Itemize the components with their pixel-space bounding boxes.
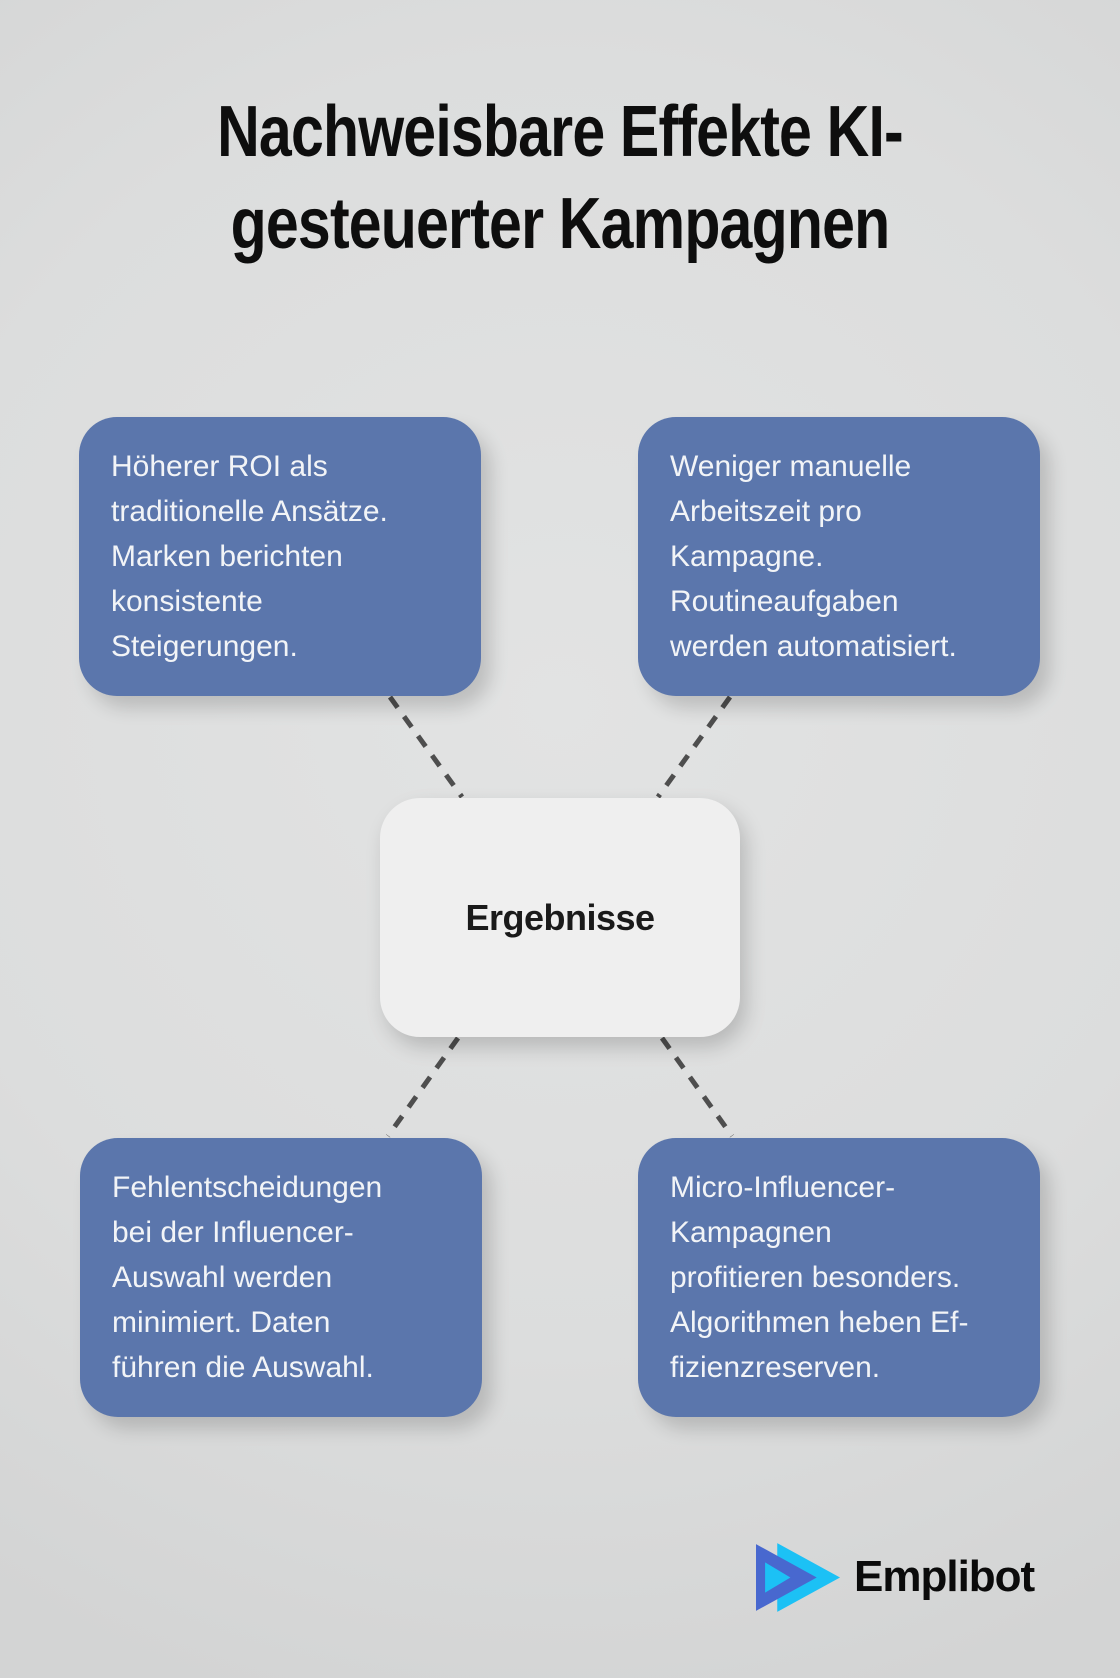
node-bottom-left: Fehlentscheidungen bei der Influencer- A… bbox=[80, 1138, 482, 1417]
node-top-right-text: Weniger manuelle Arbeitszeit pro Kampagn… bbox=[670, 450, 957, 663]
node-top-right: Weniger manuelle Arbeitszeit pro Kampagn… bbox=[638, 417, 1040, 696]
center-node-label: Ergebnisse bbox=[465, 896, 655, 938]
logo-wordmark: Emplibot bbox=[854, 1552, 1035, 1601]
play-triangles-icon bbox=[756, 1542, 840, 1612]
page-title: Nachweisbare Effekte KI- gesteuerter Kam… bbox=[217, 92, 904, 264]
node-bottom-right: Micro-Influencer- Kampagnen profitieren … bbox=[638, 1138, 1040, 1417]
node-bottom-right-text: Micro-Influencer- Kampagnen profitieren … bbox=[670, 1171, 969, 1384]
node-top-left: Höherer ROI als traditionelle Ansätze. M… bbox=[79, 417, 481, 696]
node-top-left-text: Höherer ROI als traditionelle Ansätze. M… bbox=[111, 450, 388, 663]
node-bottom-left-text: Fehlentscheidungen bei der Influencer- A… bbox=[112, 1171, 383, 1384]
connector-line-top-right bbox=[655, 695, 733, 799]
emplibot-logo: Emplibot bbox=[756, 1540, 1035, 1614]
connector-line-top-left bbox=[387, 695, 465, 799]
connector-line-bottom-right bbox=[659, 1036, 735, 1138]
connector-line-bottom-left bbox=[385, 1036, 461, 1138]
center-node: Ergebnisse bbox=[380, 798, 740, 1037]
